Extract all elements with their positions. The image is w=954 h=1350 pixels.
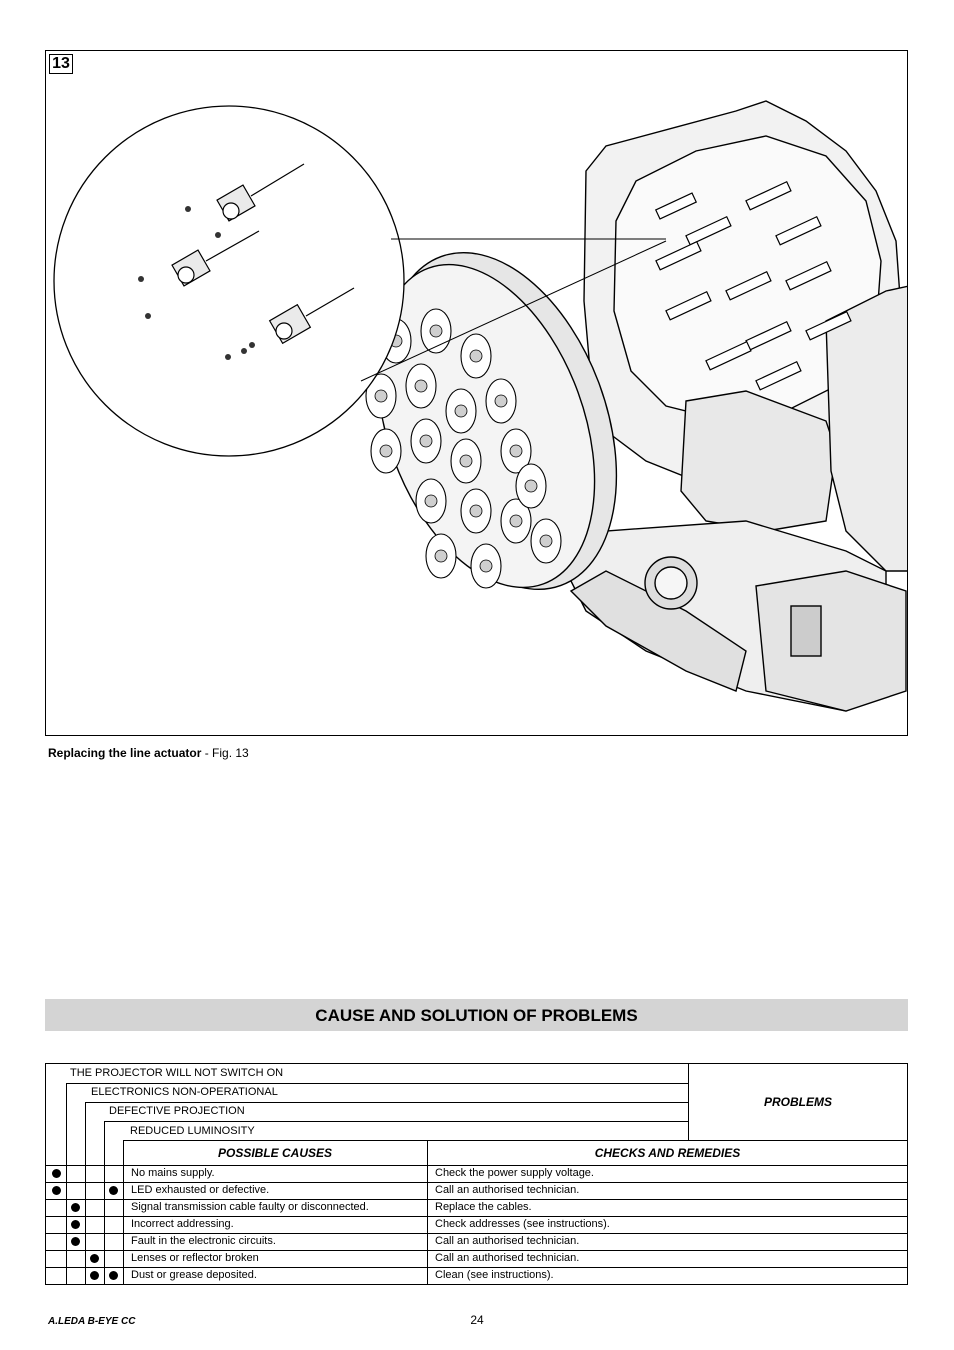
indicator-dot bbox=[70, 1203, 80, 1212]
checks-remedies-header: CHECKS AND REMEDIES bbox=[594, 1146, 741, 1160]
remedy-cell: Check addresses (see instructions). bbox=[435, 1218, 610, 1230]
caption-title: Replacing the line actuator bbox=[48, 746, 202, 760]
problems-table: THE PROJECTOR WILL NOT SWITCH ON ELECTRO… bbox=[45, 1063, 908, 1285]
remedy-cell: Clean (see instructions). bbox=[435, 1269, 554, 1281]
table-row: LED exhausted or defective. Call an autho… bbox=[46, 1182, 908, 1199]
section-heading: CAUSE AND SOLUTION OF PROBLEMS bbox=[45, 999, 908, 1031]
indicator-dot bbox=[89, 1271, 99, 1280]
cause-cell: Dust or grease deposited. bbox=[131, 1269, 257, 1281]
cause-cell: No mains supply. bbox=[131, 1167, 215, 1179]
remedy-cell: Call an authorised technician. bbox=[435, 1235, 580, 1247]
figure-caption: Replacing the line actuator - Fig. 13 bbox=[48, 746, 249, 760]
cause-cell: Lenses or reflector broken bbox=[131, 1252, 259, 1264]
cause-cell: Incorrect addressing. bbox=[131, 1218, 234, 1230]
table-row: No mains supply. Check the power supply v… bbox=[46, 1165, 908, 1182]
problem-label-electronics: ELECTRONICS NON-OPERATIONAL bbox=[91, 1086, 278, 1098]
figure-13: 13 bbox=[45, 50, 908, 736]
remedy-cell: Replace the cables. bbox=[435, 1201, 532, 1213]
page-number: 24 bbox=[470, 1313, 484, 1327]
table-row: Lenses or reflector broken Call an author… bbox=[46, 1250, 908, 1267]
indicator-dot bbox=[70, 1220, 80, 1229]
possible-causes-header: POSSIBLE CAUSES bbox=[217, 1146, 333, 1160]
indicator-dot bbox=[51, 1169, 61, 1178]
remedy-cell: Call an authorised technician. bbox=[435, 1252, 580, 1264]
problems-label: PROBLEMS bbox=[763, 1095, 832, 1109]
indicator-dot bbox=[108, 1186, 118, 1195]
table-row: Signal transmission cable faulty or disc… bbox=[46, 1199, 908, 1216]
cause-cell: Fault in the electronic circuits. bbox=[131, 1235, 276, 1247]
line-actuator-illustration bbox=[53, 100, 907, 712]
product-name: A.LEDA B-EYE CC bbox=[48, 1316, 136, 1327]
table-row: Fault in the electronic circuits. Call an… bbox=[46, 1233, 908, 1250]
problem-label-reduced-luminosity: REDUCED LUMINOSITY bbox=[130, 1125, 255, 1137]
table-row: Incorrect addressing. Check addresses (se… bbox=[46, 1216, 908, 1233]
table-row: Dust or grease deposited. Clean (see inst… bbox=[46, 1267, 908, 1284]
problem-label-no-switch-on: THE PROJECTOR WILL NOT SWITCH ON bbox=[70, 1067, 284, 1079]
remedy-cell: Check the power supply voltage. bbox=[435, 1167, 594, 1179]
figure-number: 13 bbox=[49, 54, 73, 74]
caption-reference: - Fig. 13 bbox=[201, 746, 249, 760]
indicator-dot bbox=[70, 1237, 80, 1246]
indicator-dot bbox=[89, 1254, 99, 1263]
cause-cell: Signal transmission cable faulty or disc… bbox=[131, 1201, 369, 1213]
indicator-dot bbox=[51, 1186, 61, 1195]
indicator-dot bbox=[108, 1271, 118, 1280]
cause-cell: LED exhausted or defective. bbox=[131, 1184, 270, 1196]
problem-label-defective-projection: DEFECTIVE PROJECTION bbox=[109, 1105, 245, 1117]
remedy-cell: Call an authorised technician. bbox=[435, 1184, 580, 1196]
